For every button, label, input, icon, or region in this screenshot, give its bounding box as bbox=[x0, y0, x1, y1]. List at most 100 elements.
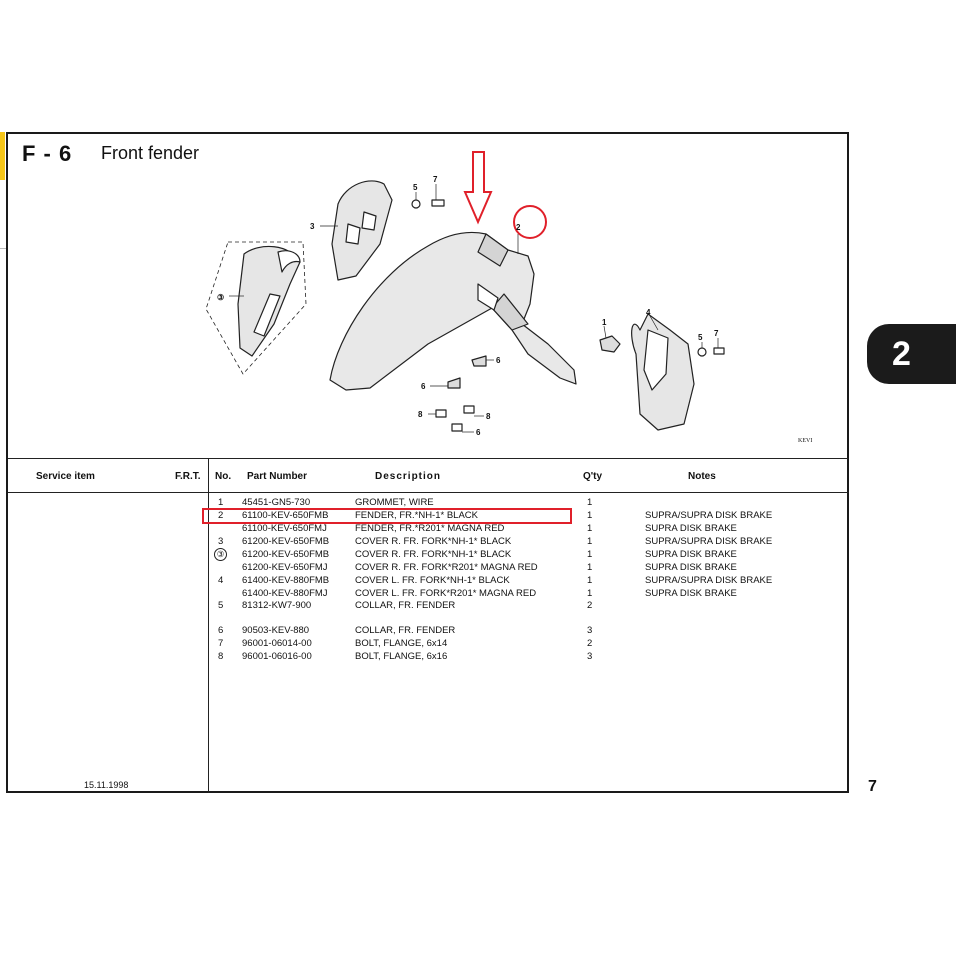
table-column-rule bbox=[208, 458, 209, 793]
row-notes: SUPRA DISK BRAKE bbox=[645, 549, 737, 560]
row-part-number: 81312-KW7-900 bbox=[242, 600, 312, 611]
bolt-lower-right-part bbox=[463, 405, 475, 414]
label-1: 1 bbox=[602, 318, 607, 327]
grommet-part bbox=[599, 335, 621, 353]
row-part-number: 61100-KEV-650FMB bbox=[242, 510, 329, 521]
edge-line bbox=[0, 248, 6, 249]
bolt-right-part bbox=[713, 347, 725, 355]
row-no: 7 bbox=[218, 638, 224, 649]
label-8-right: 8 bbox=[486, 412, 491, 421]
row-description: COVER R. FR. FORK*NH-1* BLACK bbox=[355, 536, 512, 547]
header-description: Description bbox=[375, 471, 442, 482]
row-qty: 1 bbox=[587, 575, 593, 586]
row-description: BOLT, FLANGE, 6x16 bbox=[355, 651, 448, 662]
row-notes: SUPRA/SUPRA DISK BRAKE bbox=[645, 510, 773, 521]
bolt-top-part bbox=[431, 199, 445, 207]
row-qty: 2 bbox=[587, 638, 593, 649]
label-6-left: 6 bbox=[421, 382, 426, 391]
collar-right-part bbox=[697, 347, 707, 357]
label-3: 3 bbox=[310, 222, 315, 231]
header-part-number: Part Number bbox=[247, 471, 308, 482]
table-top-rule bbox=[8, 458, 849, 459]
row-description: COVER R. FR. FORK*R201* MAGNA RED bbox=[355, 562, 538, 573]
label-7-top: 7 bbox=[433, 175, 438, 184]
circled-number: ③ bbox=[214, 548, 227, 561]
row-notes: SUPRA DISK BRAKE bbox=[645, 588, 737, 599]
row-description: FENDER, FR.*NH-1* BLACK bbox=[355, 510, 478, 521]
row-part-number: 61200-KEV-650FMB bbox=[242, 549, 330, 560]
row-no: 3 bbox=[218, 536, 224, 547]
row-qty: 1 bbox=[587, 588, 593, 599]
row-part-number: 96001-06016-00 bbox=[242, 651, 312, 662]
accent-mark bbox=[0, 132, 5, 180]
row-qty: 1 bbox=[587, 510, 593, 521]
row-description: FENDER, FR.*R201* MAGNA RED bbox=[355, 523, 505, 534]
highlight-box bbox=[202, 508, 572, 524]
front-fender-part bbox=[329, 231, 577, 391]
fork-cover-r-alt-part bbox=[237, 245, 301, 357]
header-frt: F.R.T. bbox=[175, 471, 201, 482]
header-no: No. bbox=[215, 471, 232, 482]
row-notes: SUPRA/SUPRA DISK BRAKE bbox=[645, 575, 773, 586]
bolt-lower-left-part bbox=[435, 409, 447, 418]
row-qty: 1 bbox=[587, 523, 593, 534]
row-qty: 3 bbox=[587, 625, 593, 636]
row-part-number: 61400-KEV-880FMB bbox=[242, 575, 330, 586]
row-no: 5 bbox=[218, 600, 224, 611]
row-part-number: 61400-KEV-880FMJ bbox=[242, 588, 328, 599]
chapter-tab: 2 bbox=[867, 324, 956, 384]
collar-lower-part bbox=[471, 355, 487, 367]
label-4: 4 bbox=[646, 308, 651, 317]
label-3-circled: ③ bbox=[217, 293, 224, 302]
row-no-circled: ③ bbox=[214, 548, 227, 561]
row-qty: 1 bbox=[587, 497, 593, 508]
bolt-bottom-part bbox=[451, 423, 463, 432]
catalog-frame bbox=[6, 132, 849, 793]
row-no: 2 bbox=[218, 510, 224, 521]
row-no: 8 bbox=[218, 651, 224, 662]
row-description: BOLT, FLANGE, 6x14 bbox=[355, 638, 448, 649]
label-5-top: 5 bbox=[413, 183, 418, 192]
revision-date: 15.11.1998 bbox=[84, 780, 129, 790]
section-code: F - 6 bbox=[22, 141, 73, 166]
header-notes: Notes bbox=[688, 471, 716, 482]
row-part-number: 61200-KEV-650FMB bbox=[242, 536, 330, 547]
label-5-right: 5 bbox=[698, 333, 703, 342]
dashed-group-outline bbox=[205, 241, 307, 375]
row-notes: SUPRA/SUPRA DISK BRAKE bbox=[645, 536, 773, 547]
row-part-number: 90503-KEV-880 bbox=[242, 625, 310, 636]
section-title: Front fender bbox=[101, 143, 200, 163]
label-6-lower: 6 bbox=[496, 356, 501, 365]
row-description: COVER L. FR. FORK*NH-1* BLACK bbox=[355, 575, 510, 586]
row-no: 4 bbox=[218, 575, 224, 586]
row-no: 6 bbox=[218, 625, 224, 636]
fork-cover-l-part bbox=[631, 313, 695, 431]
collar-left-part bbox=[447, 377, 461, 389]
label-2: 2 bbox=[516, 223, 521, 232]
row-qty: 3 bbox=[587, 651, 593, 662]
row-description: COVER L. FR. FORK*R201* MAGNA RED bbox=[355, 588, 537, 599]
row-description: GROMMET, WIRE bbox=[355, 497, 434, 508]
label-6-bottom: 6 bbox=[476, 428, 481, 437]
label-8-left: 8 bbox=[418, 410, 423, 419]
collar-top-part bbox=[411, 199, 421, 209]
row-qty: 1 bbox=[587, 536, 593, 547]
page-number: 7 bbox=[868, 778, 877, 795]
callout-labels: 3 ③ 2 1 4 5 7 5 7 6 6 8 8 6 bbox=[217, 175, 719, 437]
table-header-rule bbox=[8, 492, 849, 493]
row-description: COLLAR, FR. FENDER bbox=[355, 600, 456, 611]
highlight-arrow bbox=[463, 151, 493, 225]
label-7-right: 7 bbox=[714, 329, 719, 338]
row-qty: 2 bbox=[587, 600, 593, 611]
header-service-item: Service item bbox=[36, 471, 95, 482]
parts-diagram: 3 ③ 2 1 4 5 7 5 7 6 6 8 8 6 bbox=[205, 151, 725, 437]
fork-cover-r-part bbox=[331, 180, 393, 281]
highlight-circle bbox=[513, 205, 547, 239]
row-part-number: 96001-06014-00 bbox=[242, 638, 312, 649]
row-part-number: 61200-KEV-650FMJ bbox=[242, 562, 328, 573]
row-qty: 1 bbox=[587, 549, 593, 560]
row-part-number: 61100-KEV-650FMJ bbox=[242, 523, 327, 534]
row-notes: SUPRA DISK BRAKE bbox=[645, 523, 737, 534]
row-description: COVER R. FR. FORK*NH-1* BLACK bbox=[355, 549, 512, 560]
row-qty: 1 bbox=[587, 562, 593, 573]
